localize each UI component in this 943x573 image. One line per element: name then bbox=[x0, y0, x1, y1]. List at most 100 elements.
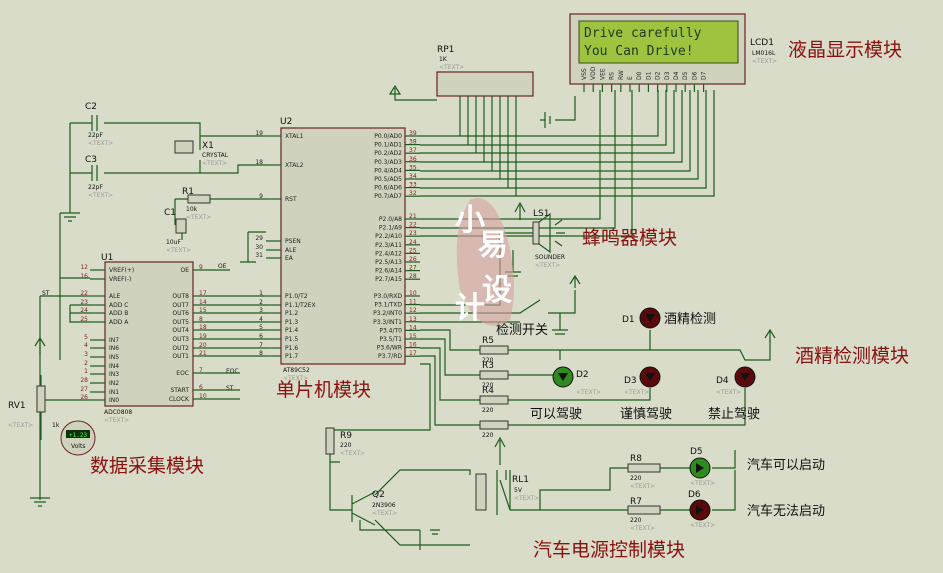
adc-pin-number: 10 bbox=[199, 393, 207, 400]
watermark-char-2: 易 bbox=[478, 228, 508, 263]
ls1-part: SOUNDER bbox=[535, 254, 565, 261]
mcu-pin-number: 19 bbox=[255, 130, 263, 137]
watermark-char-1: 小 bbox=[455, 203, 485, 238]
lcd-ref: LCD1 bbox=[750, 38, 774, 48]
mcu-pin-number: 35 bbox=[409, 164, 417, 171]
d5-label: 汽车可以启动 bbox=[747, 457, 825, 473]
mcu-chip-body[interactable] bbox=[280, 127, 406, 365]
p0-bus-to-rp1 bbox=[420, 96, 517, 197]
lcd-line2: You Can Drive! bbox=[584, 44, 694, 59]
d1-label: 酒精检测 bbox=[664, 312, 716, 327]
q2-part: 2N3906 bbox=[372, 502, 396, 509]
mcu-pin-number: 37 bbox=[409, 147, 417, 154]
mcu-pin-number: 22 bbox=[409, 222, 417, 229]
p0-bus-to-lcd bbox=[460, 90, 715, 197]
adc-pin-name: OUT5 bbox=[172, 319, 189, 326]
adc-part: ADC0808 bbox=[104, 409, 132, 416]
adc-st-tag: ST bbox=[226, 385, 234, 392]
watermark-char-4: 计 bbox=[455, 291, 485, 326]
resistor-r8[interactable] bbox=[627, 463, 661, 473]
mcu-pin-name: RST bbox=[285, 196, 297, 203]
mcu-pin-name: P0.7/AD7 bbox=[374, 193, 402, 200]
lcd-pin-label: VSS bbox=[581, 68, 588, 80]
adc-pin-name: IN2 bbox=[109, 380, 119, 387]
mcu-pin-name: EA bbox=[285, 255, 294, 262]
adc-pin-number: 4 bbox=[84, 342, 88, 349]
adc-pin-number: 28 bbox=[80, 377, 88, 384]
lcd-pin-label: D2 bbox=[655, 71, 662, 80]
buzzer-ls1[interactable] bbox=[532, 221, 540, 245]
mcu-pin-name: XTAL1 bbox=[285, 133, 304, 140]
crystal-caps bbox=[91, 115, 98, 181]
buzzer-power-arrow bbox=[514, 201, 526, 220]
resistor-pack-rp1[interactable] bbox=[436, 71, 534, 97]
adc-pin-name: VREF(+) bbox=[109, 267, 134, 274]
led-d5-symbol bbox=[696, 463, 704, 473]
ground-symbol-1 bbox=[60, 212, 80, 222]
adc-pin-name: ADD A bbox=[109, 319, 129, 326]
rv1-value: 1k bbox=[52, 422, 60, 429]
d4-ref: D4 bbox=[716, 376, 729, 386]
rp1-ref: RP1 bbox=[437, 45, 454, 55]
r5-value: 220 bbox=[482, 357, 494, 364]
adc-chip-body[interactable] bbox=[104, 261, 194, 407]
r3-ref: R3 bbox=[482, 361, 494, 371]
relay-rl1[interactable] bbox=[475, 470, 511, 515]
mcu-pin-name: P0.3/AD3 bbox=[374, 159, 402, 166]
mcu-pin-number: 4 bbox=[259, 316, 263, 323]
r9-value: 220 bbox=[340, 442, 352, 449]
d6-text-tag: <TEXT> bbox=[690, 522, 715, 529]
mcu-pin-number: 11 bbox=[409, 299, 417, 306]
resistor-r7[interactable] bbox=[627, 505, 661, 515]
switch-label: 检测开关 bbox=[496, 323, 548, 338]
mcu-pin-name: PSEN bbox=[285, 238, 301, 245]
resistor-r3[interactable] bbox=[479, 370, 509, 380]
adc-pin-name: OUT2 bbox=[172, 345, 189, 352]
adc-pin-name: OUT1 bbox=[172, 353, 189, 360]
mcu-pin-number: 8 bbox=[259, 350, 263, 357]
capacitor-c1[interactable] bbox=[175, 218, 187, 234]
mcu-pin-name: P3.2/INT0 bbox=[373, 310, 402, 317]
adc-eoc-tag: EOC bbox=[226, 368, 239, 375]
rp1-power-arrow bbox=[388, 84, 437, 101]
resistor-r9[interactable] bbox=[325, 427, 335, 455]
lcd-pin-label: D6 bbox=[691, 71, 698, 80]
r1-value: 10k bbox=[186, 206, 198, 213]
rl1-text-tag: <TEXT> bbox=[514, 495, 539, 502]
resistor-r2[interactable] bbox=[479, 420, 509, 430]
mcu-pin-number: 31 bbox=[255, 252, 263, 259]
resistor-r4[interactable] bbox=[479, 395, 509, 405]
mcu-pin-number: 18 bbox=[255, 159, 263, 166]
ea-tie bbox=[240, 231, 266, 263]
d1-ref: D1 bbox=[622, 315, 635, 325]
mcu-pin-name: P2.0/A8 bbox=[379, 216, 402, 223]
adc-pin-number: 1 bbox=[84, 368, 88, 375]
voltmeter-unit: Volts bbox=[71, 443, 85, 450]
r3-value: 220 bbox=[482, 382, 494, 389]
adc-pin-name: OE bbox=[180, 267, 189, 274]
crystal-x1[interactable] bbox=[174, 140, 194, 154]
mcu-pin-number: 29 bbox=[255, 235, 263, 242]
lcd-display[interactable]: Drive carefully You Can Drive! bbox=[569, 13, 746, 85]
mcu-pin-name: P1.4 bbox=[285, 327, 298, 334]
mcu-pin-number: 1 bbox=[259, 290, 263, 297]
potentiometer-rv1[interactable] bbox=[36, 385, 46, 413]
resistor-r5[interactable] bbox=[479, 345, 509, 355]
mcu-pin-number: 24 bbox=[409, 239, 417, 246]
module-power-label: 汽车电源控制模块 bbox=[533, 539, 685, 561]
adc-pin-name: IN0 bbox=[109, 397, 119, 404]
detect-switch[interactable] bbox=[420, 290, 576, 335]
adc-pin-name: IN3 bbox=[109, 371, 119, 378]
lcd-pin-label: D5 bbox=[682, 71, 689, 80]
buzzer-horn bbox=[538, 212, 565, 254]
resistor-r1[interactable] bbox=[187, 194, 211, 204]
led-d1-symbol bbox=[645, 314, 655, 322]
r8-text-tag: <TEXT> bbox=[630, 483, 655, 490]
adc-pin-name: CLOCK bbox=[169, 396, 190, 403]
transistor-q2[interactable] bbox=[351, 491, 376, 526]
lcd-part: LM016L bbox=[752, 50, 776, 57]
adc-pin-number: 24 bbox=[80, 307, 88, 314]
